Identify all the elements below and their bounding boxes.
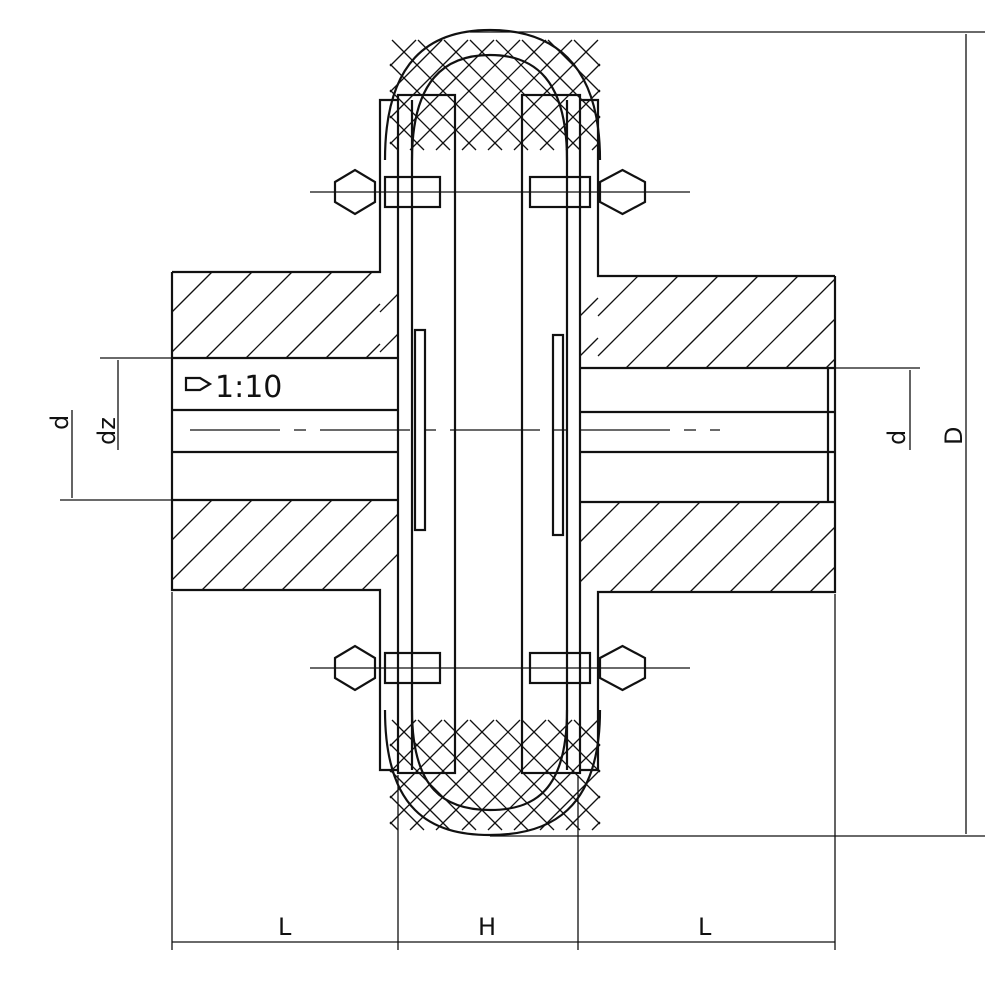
rubber-tire <box>383 28 602 837</box>
taper-label: 1:10 <box>215 370 282 405</box>
bolts <box>310 168 690 692</box>
left-taper-bore-label: dz <box>93 417 121 445</box>
dimensions <box>60 31 985 950</box>
taper-icon <box>184 376 213 392</box>
hub-length-right-label: L <box>698 913 712 941</box>
gap-label: H <box>478 913 496 941</box>
outer-diameter-label: D <box>940 427 968 445</box>
hub-length-left-label: L <box>278 913 292 941</box>
hub-hatching <box>171 271 836 593</box>
left-hub <box>170 98 398 772</box>
right-bore-label: d <box>883 430 911 445</box>
right-hub <box>580 98 837 772</box>
left-bore-label: d <box>46 415 74 430</box>
flange-discs <box>396 93 582 775</box>
